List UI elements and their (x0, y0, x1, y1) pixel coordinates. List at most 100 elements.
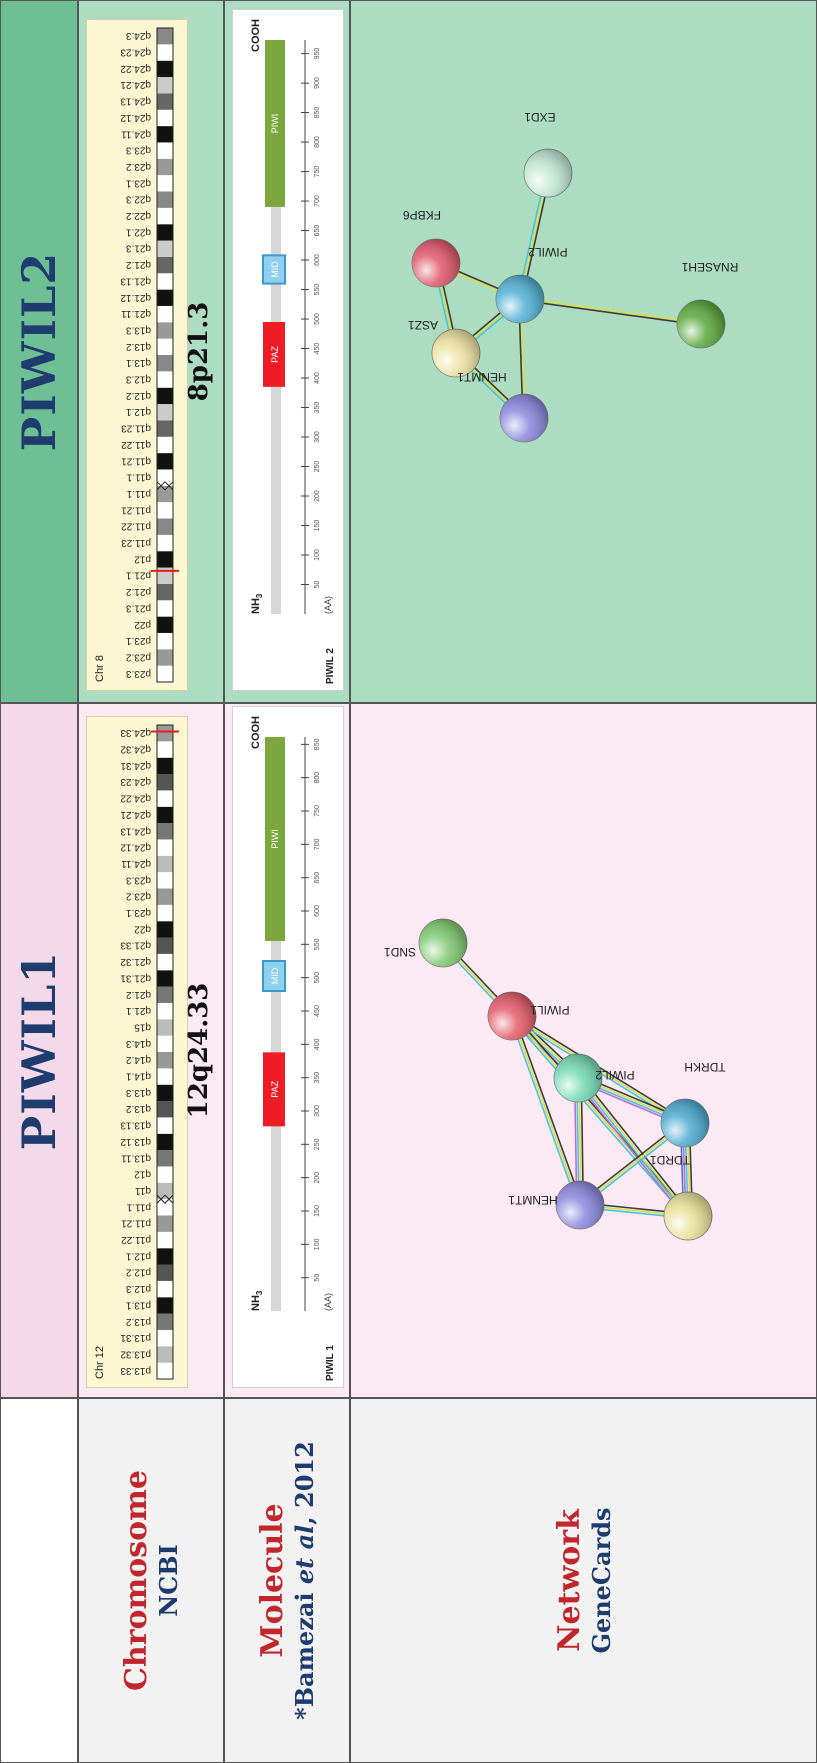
piwil1-band-label: q24.12 (120, 842, 151, 853)
piwil1-band (157, 872, 173, 889)
piwil1-edge (578, 1076, 690, 1216)
piwil1-band (157, 724, 173, 742)
piwil2-band (157, 158, 173, 176)
piwil2-band-label: q21.11 (121, 308, 151, 319)
piwil2-tick-label: 850 (314, 107, 321, 119)
piwil1-node-label: SND1 (384, 945, 416, 959)
piwil2-band-label: p12 (134, 553, 151, 564)
piwil2-axis-unit: (AA) (323, 596, 333, 614)
piwil2-node-label: PIWIL2 (528, 245, 568, 259)
piwil2-band (157, 289, 173, 306)
piwil2-band (157, 338, 173, 355)
piwil1-tick-label: 400 (314, 1038, 321, 1050)
molecule-citation: *Bamezai et al, 2012 (290, 1441, 319, 1720)
piwil1-band (157, 1215, 173, 1232)
piwil2-band (157, 502, 173, 519)
piwil2-band-label: q24.11 (121, 128, 151, 139)
piwil1-cterm: COOH (250, 716, 262, 749)
piwil2-band-label: q23.2 (126, 161, 151, 172)
piwil2-band (157, 485, 173, 503)
piwil2-tick-label: 900 (314, 77, 321, 89)
piwil2-node-gloss (412, 239, 460, 287)
piwil2-node-gloss (677, 300, 725, 348)
piwil1-band (157, 823, 173, 840)
piwil1-band (157, 1362, 173, 1379)
molecule-title: Molecule (255, 1503, 290, 1658)
piwil2-band-label: p23.2 (126, 651, 151, 662)
piwil1-tick-label: 550 (314, 938, 321, 950)
piwil1-chr-label: Chr 12 (94, 1346, 106, 1379)
piwil1-band-label: p13.1 (126, 1299, 151, 1310)
network-source: GeneCards (586, 1507, 616, 1654)
piwil2-band-label: p23.1 (126, 635, 151, 646)
piwil1-edge (509, 1016, 687, 1218)
piwil1-band (157, 953, 173, 971)
piwil1-edge (576, 1078, 688, 1218)
piwil2-tick-label: 950 (314, 48, 321, 60)
piwil1-band-label: q13.11 (121, 1152, 151, 1163)
piwil2-band (157, 649, 173, 666)
piwil2-tick-label: 650 (314, 225, 321, 237)
piwil2-tick-label: 600 (314, 254, 321, 266)
piwil1-node-gloss (556, 1181, 604, 1229)
piwil1-tick-label: 350 (314, 1072, 321, 1084)
piwil1-band-label: p13.31 (120, 1332, 151, 1343)
piwil2-band (157, 355, 173, 372)
piwil1-tick-label: 600 (314, 905, 321, 917)
piwil1-edge (509, 1016, 579, 1207)
piwil2-band-label: p21.2 (126, 586, 151, 597)
piwil1-band-label: q13.12 (120, 1136, 151, 1147)
header-piwil1: PIWIL1 (0, 703, 78, 1398)
piwil2-band (157, 256, 173, 274)
piwil1-tick-label: 650 (314, 872, 321, 884)
piwil2-cterm: COOH (250, 19, 262, 52)
piwil1-node-label: HENMT1 (508, 1193, 558, 1207)
piwil1-domain-piwi (265, 737, 285, 941)
piwil2-band (157, 387, 173, 405)
header-piwil2-title: PIWIL2 (12, 251, 66, 452)
piwil1-band (157, 1150, 173, 1167)
row-label-molecule: Molecule *Bamezai et al, 2012 (224, 1398, 350, 1763)
piwil1-band-label: q24.11 (121, 858, 151, 869)
piwil1-tick-label: 450 (314, 1005, 321, 1017)
piwil1-band (157, 1346, 173, 1363)
piwil1-node-label: TDRD1 (650, 1153, 690, 1167)
piwil2-band (157, 616, 173, 633)
piwil1-band (157, 1002, 173, 1020)
chromosome-source: NCBI (154, 1544, 183, 1617)
piwil2-ideogram: Chr 8 p23.3p23.2p23.1p22p21.3p21.2p21.1p… (94, 27, 179, 683)
piwil1-band (157, 757, 173, 775)
piwil2-node-label: HENMT1 (457, 370, 507, 384)
piwil2-band-label: q13.3 (126, 324, 151, 335)
piwil2-band (157, 436, 173, 454)
piwil1-band (157, 806, 173, 824)
piwil2-band-label: q24.12 (120, 112, 151, 123)
piwil1-band-label: q23.1 (126, 907, 151, 918)
piwil1-tick-label: 700 (314, 838, 321, 850)
piwil2-node-label: EXD1 (524, 110, 556, 124)
piwil1-band-label: q21.32 (120, 956, 151, 967)
piwil1-band (157, 921, 173, 938)
piwil1-band-label: p11.1 (126, 1201, 151, 1212)
piwil1-domain-paz (263, 1052, 285, 1127)
piwil2-band (157, 142, 173, 159)
piwil2-edge (520, 297, 702, 324)
piwil1-band-label: q24.22 (120, 793, 151, 804)
piwil1-band-label: p12.1 (126, 1250, 151, 1261)
piwil1-tick-label: 800 (314, 772, 321, 784)
piwil1-band-label: q14.3 (126, 1038, 151, 1049)
piwil2-tick-label: 700 (314, 195, 321, 207)
row-label-network: Network GeneCards (350, 1398, 817, 1763)
piwil2-band (157, 371, 173, 388)
piwil2-centromere (156, 481, 174, 491)
piwil2-domain-paz (263, 321, 285, 387)
piwil1-tick-label: 750 (314, 805, 321, 817)
citation-year: , 2012 (290, 1441, 319, 1525)
piwil2-node-label: FKBP6 (403, 208, 441, 222)
piwil1-band (157, 1182, 173, 1200)
